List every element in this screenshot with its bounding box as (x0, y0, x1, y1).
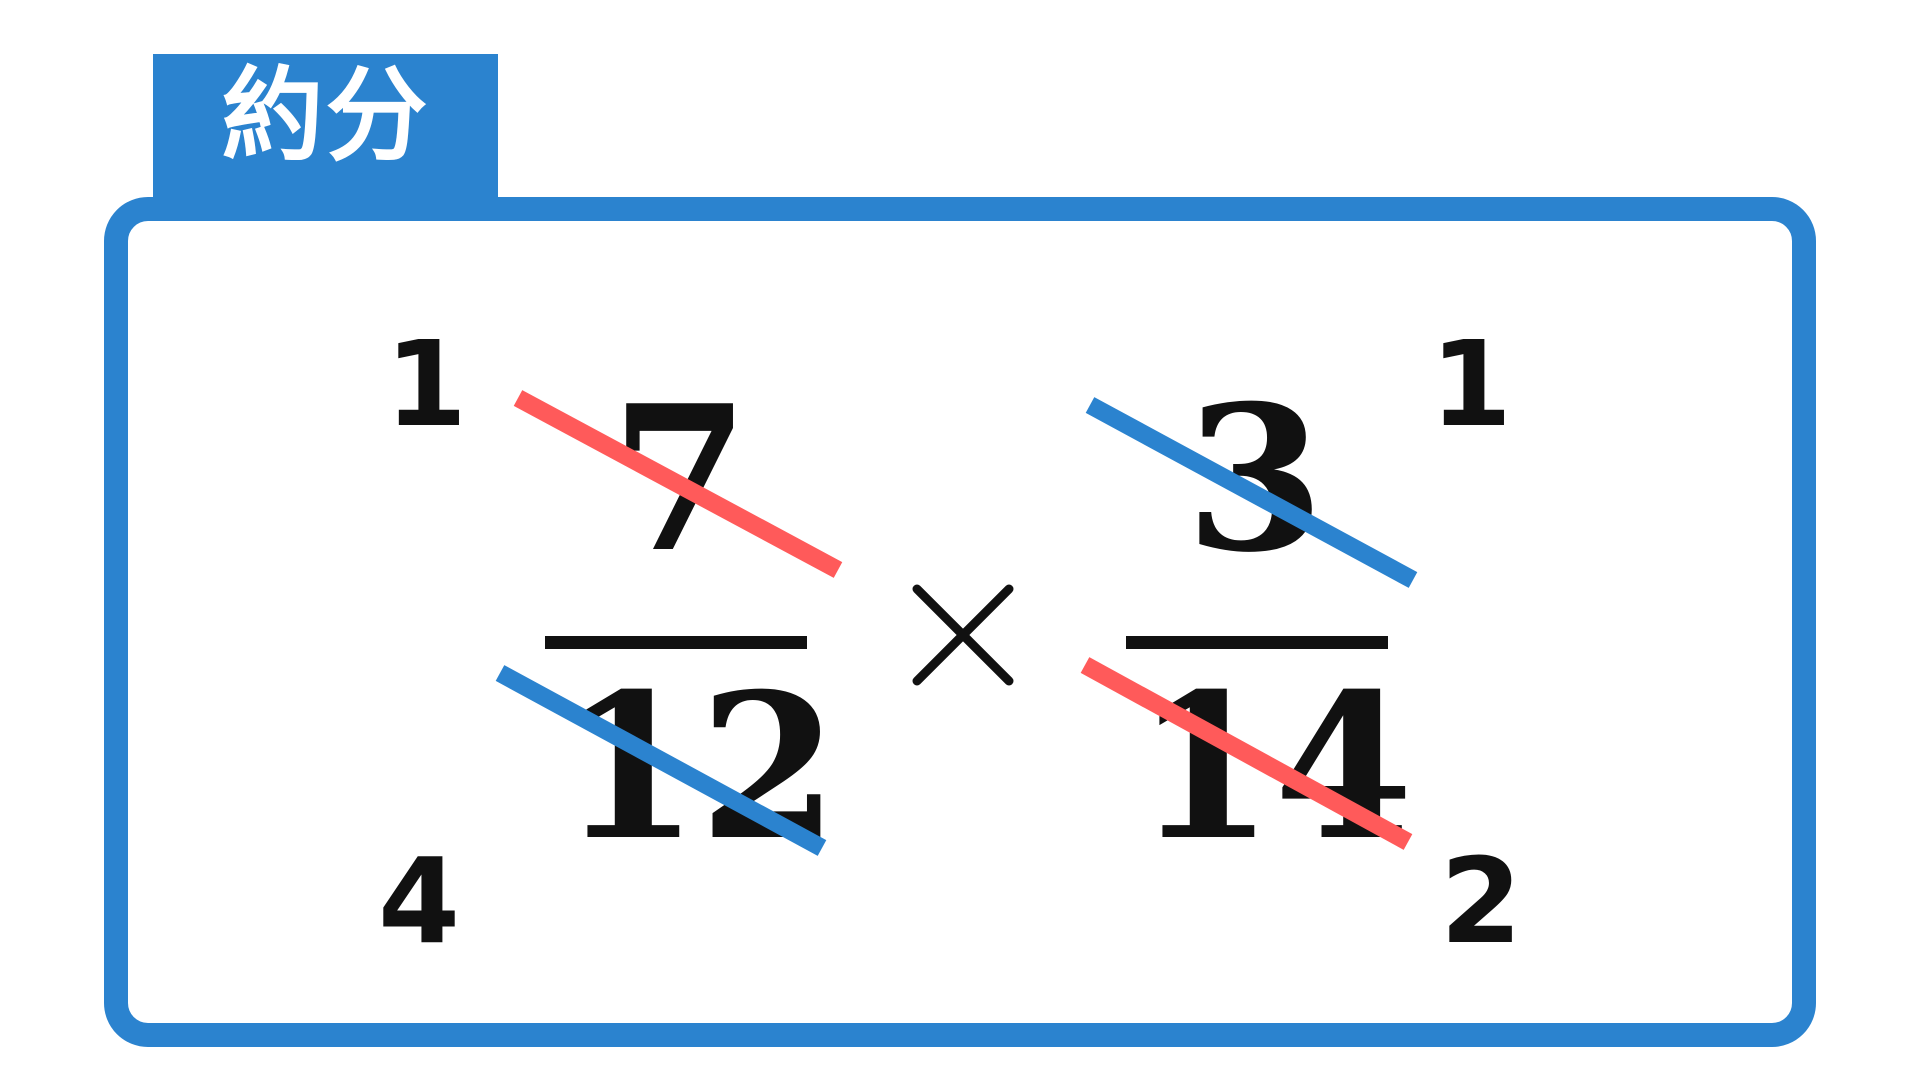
right-numerator: 3 (1185, 362, 1325, 597)
annotation-left-top: 1 (385, 315, 468, 453)
annotation-right-bottom: 2 (1440, 832, 1523, 970)
left-numerator: 7 (610, 362, 750, 597)
left-fraction-bar (545, 636, 807, 649)
right-fraction-bar (1126, 636, 1388, 649)
title-tab: 約分 (153, 54, 498, 210)
content-frame (104, 197, 1816, 1047)
multiply-icon (912, 584, 1014, 686)
right-denominator: 14 (1135, 650, 1414, 885)
annotation-left-bottom: 4 (378, 832, 461, 970)
multiply-sign: × (903, 575, 1023, 695)
annotation-right-top: 1 (1430, 315, 1513, 453)
title-label: 約分 (221, 57, 430, 176)
left-denominator: 12 (560, 650, 839, 885)
